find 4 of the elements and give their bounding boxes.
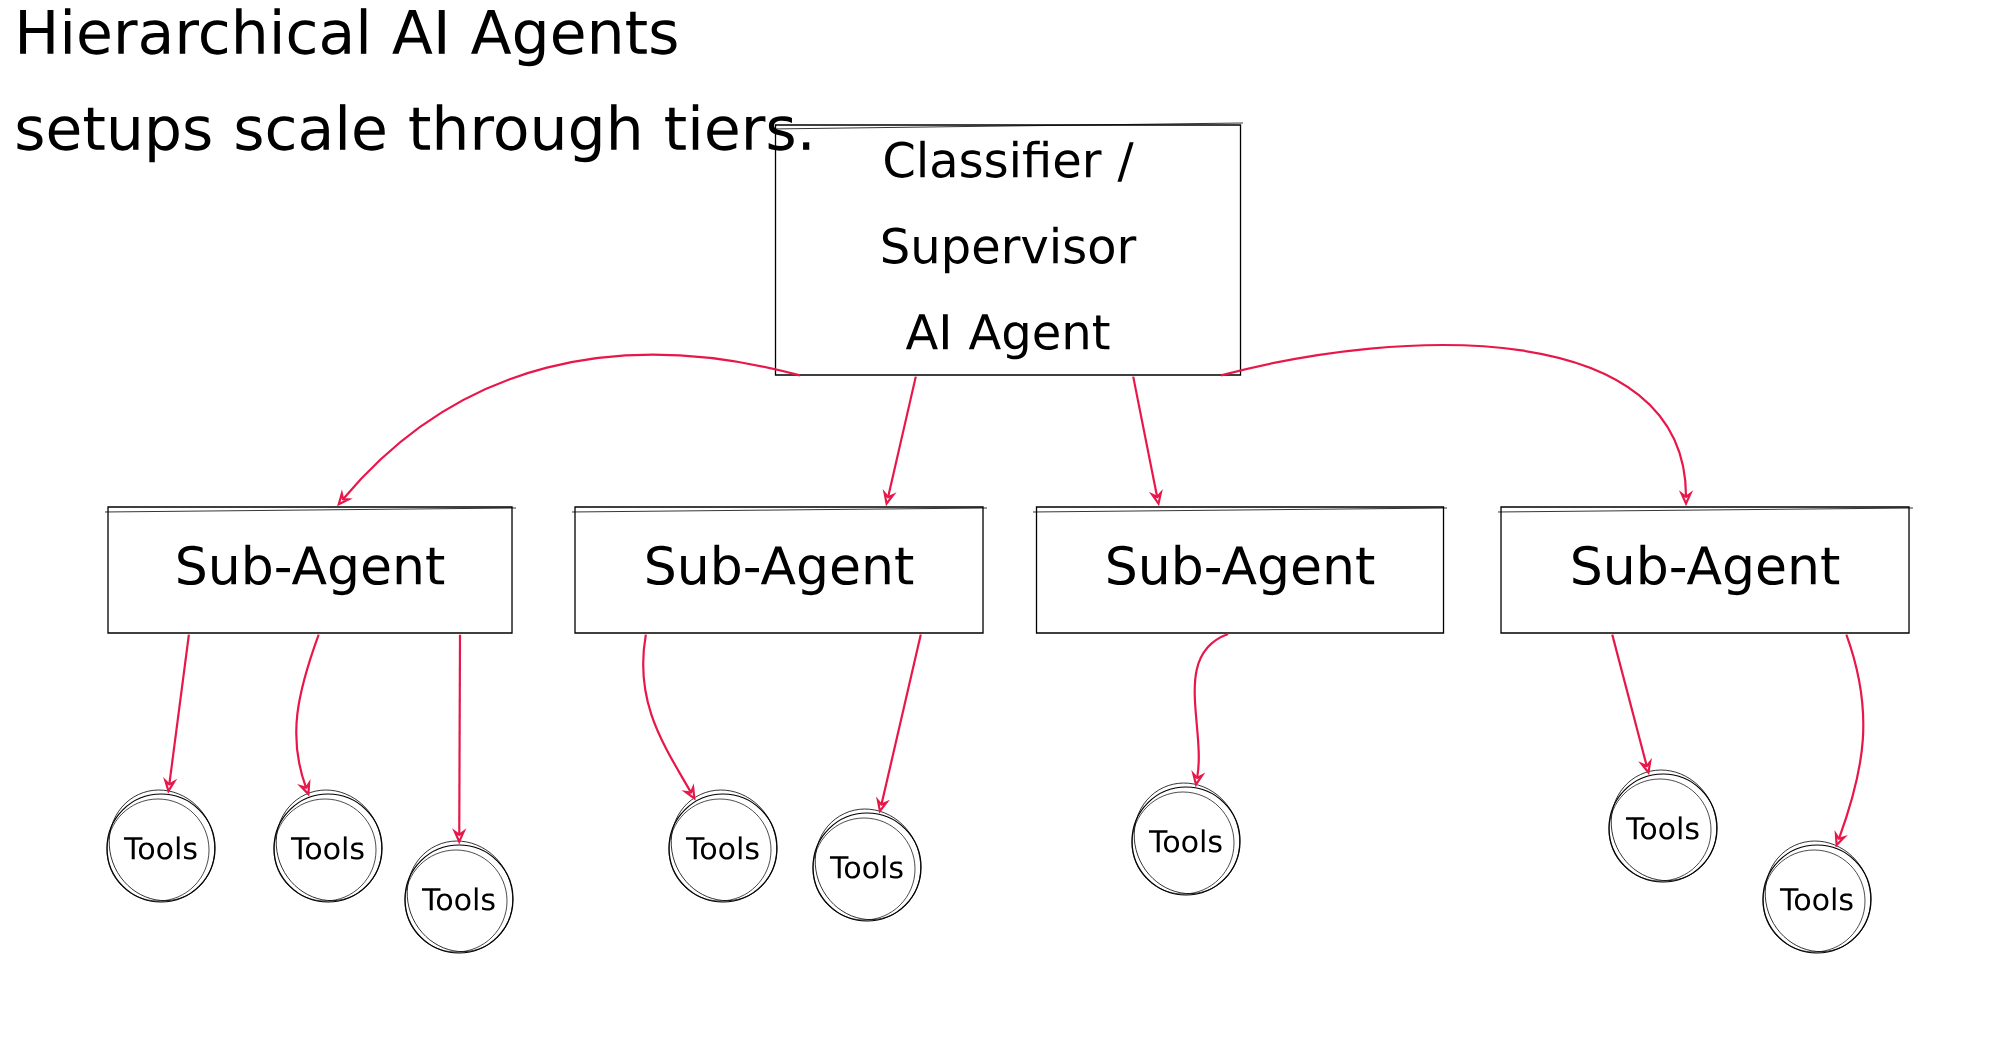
sub-agent-box: Sub-Agent bbox=[571, 506, 988, 634]
sub-agent-box: Sub-Agent bbox=[104, 506, 517, 634]
sub-agent-box: Sub-Agent bbox=[1497, 506, 1914, 634]
sub-agent-box: Sub-Agent bbox=[1032, 506, 1448, 634]
